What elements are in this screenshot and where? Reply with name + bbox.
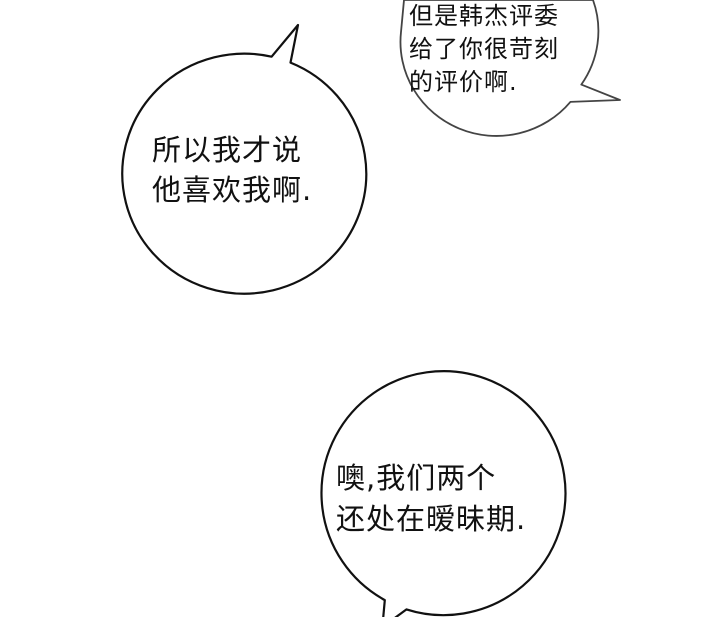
speech-text-top-right: 但是韩杰评委 给了你很苛刻 的评价啊. (409, 0, 559, 99)
speech-bubble-left (121, 23, 368, 295)
speech-line: 还处在暧昧期. (336, 502, 527, 536)
speech-line: 噢,我们两个 (336, 461, 497, 495)
speech-bubble-bottom (320, 370, 567, 617)
speech-line: 给了你很苛刻 (409, 35, 559, 63)
speech-line: 他喜欢我啊. (152, 173, 313, 207)
speech-line: 但是韩杰评委 (409, 2, 559, 30)
speech-bubble-top-right (399, 0, 621, 137)
speech-line: 的评价啊. (409, 68, 518, 96)
speech-text-left: 所以我才说 他喜欢我啊. (152, 130, 312, 210)
speech-text-bottom: 噢,我们两个 还处在暧昧期. (336, 458, 526, 540)
speech-line: 所以我才说 (152, 133, 303, 167)
